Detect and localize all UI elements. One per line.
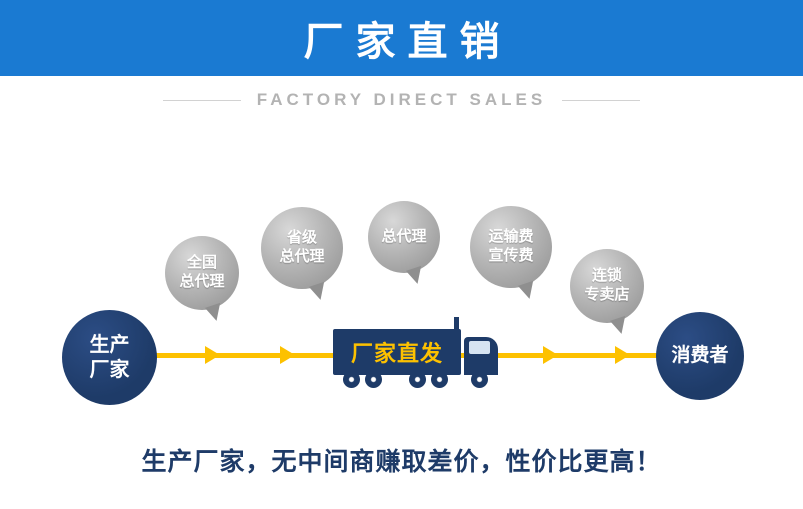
- truck-wheel: [409, 371, 426, 388]
- bubble-provincial-agent: 省级 总代理: [261, 207, 343, 303]
- truck-wheel: [365, 371, 382, 388]
- banner-subtitle-row: FACTORY DIRECT SALES: [0, 90, 803, 110]
- bubble-tail: [204, 302, 226, 324]
- banner-subtitle: FACTORY DIRECT SALES: [256, 90, 547, 109]
- truck-icon: 厂家直发: [333, 315, 501, 393]
- bubble-chain-store: 连锁 专卖店: [570, 249, 644, 337]
- subtitle-left-divider: [162, 99, 241, 101]
- factory-node: 生产 厂家: [62, 310, 157, 405]
- arrow-right-icon: [615, 346, 630, 364]
- arrow-right-icon: [205, 346, 220, 364]
- consumer-node: 消费者: [656, 312, 744, 400]
- bubble-label: 全国 总代理: [179, 254, 225, 290]
- truck-trailer: 厂家直发: [333, 329, 461, 375]
- consumer-label: 消费者: [671, 345, 729, 367]
- bubble-label: 总代理: [381, 227, 427, 245]
- bubble-label: 连锁 专卖店: [584, 267, 630, 303]
- page-title: 厂家直销: [303, 20, 512, 64]
- arrow-right-icon: [280, 346, 295, 364]
- bubble-tail: [517, 280, 539, 302]
- truck-window: [469, 341, 490, 354]
- truck-exhaust: [454, 317, 459, 333]
- truck-wheel: [343, 371, 360, 388]
- truck-wheel: [431, 371, 448, 388]
- bubble-tail: [308, 281, 330, 303]
- bubble-national-agent: 全国 总代理: [165, 236, 239, 324]
- bubble-label: 运输费 宣传费: [488, 228, 534, 264]
- bubble-tail: [609, 315, 631, 337]
- truck-cab: [464, 337, 498, 375]
- bubble-general-agent: 总代理: [368, 201, 440, 287]
- factory-label: 生产 厂家: [89, 333, 130, 381]
- banner: 厂家直销: [0, 0, 803, 76]
- bubble-tail: [405, 265, 427, 287]
- subtitle-right-divider: [562, 99, 641, 101]
- footer-slogan: 生产厂家，无中间商赚取差价，性价比更高！: [141, 448, 662, 476]
- truck-label: 厂家直发: [350, 341, 443, 366]
- bubble-shipping-ad-fees: 运输费 宣传费: [470, 206, 552, 302]
- bubble-label: 省级 总代理: [279, 229, 325, 265]
- arrow-right-icon: [543, 346, 558, 364]
- truck-wheel: [471, 371, 488, 388]
